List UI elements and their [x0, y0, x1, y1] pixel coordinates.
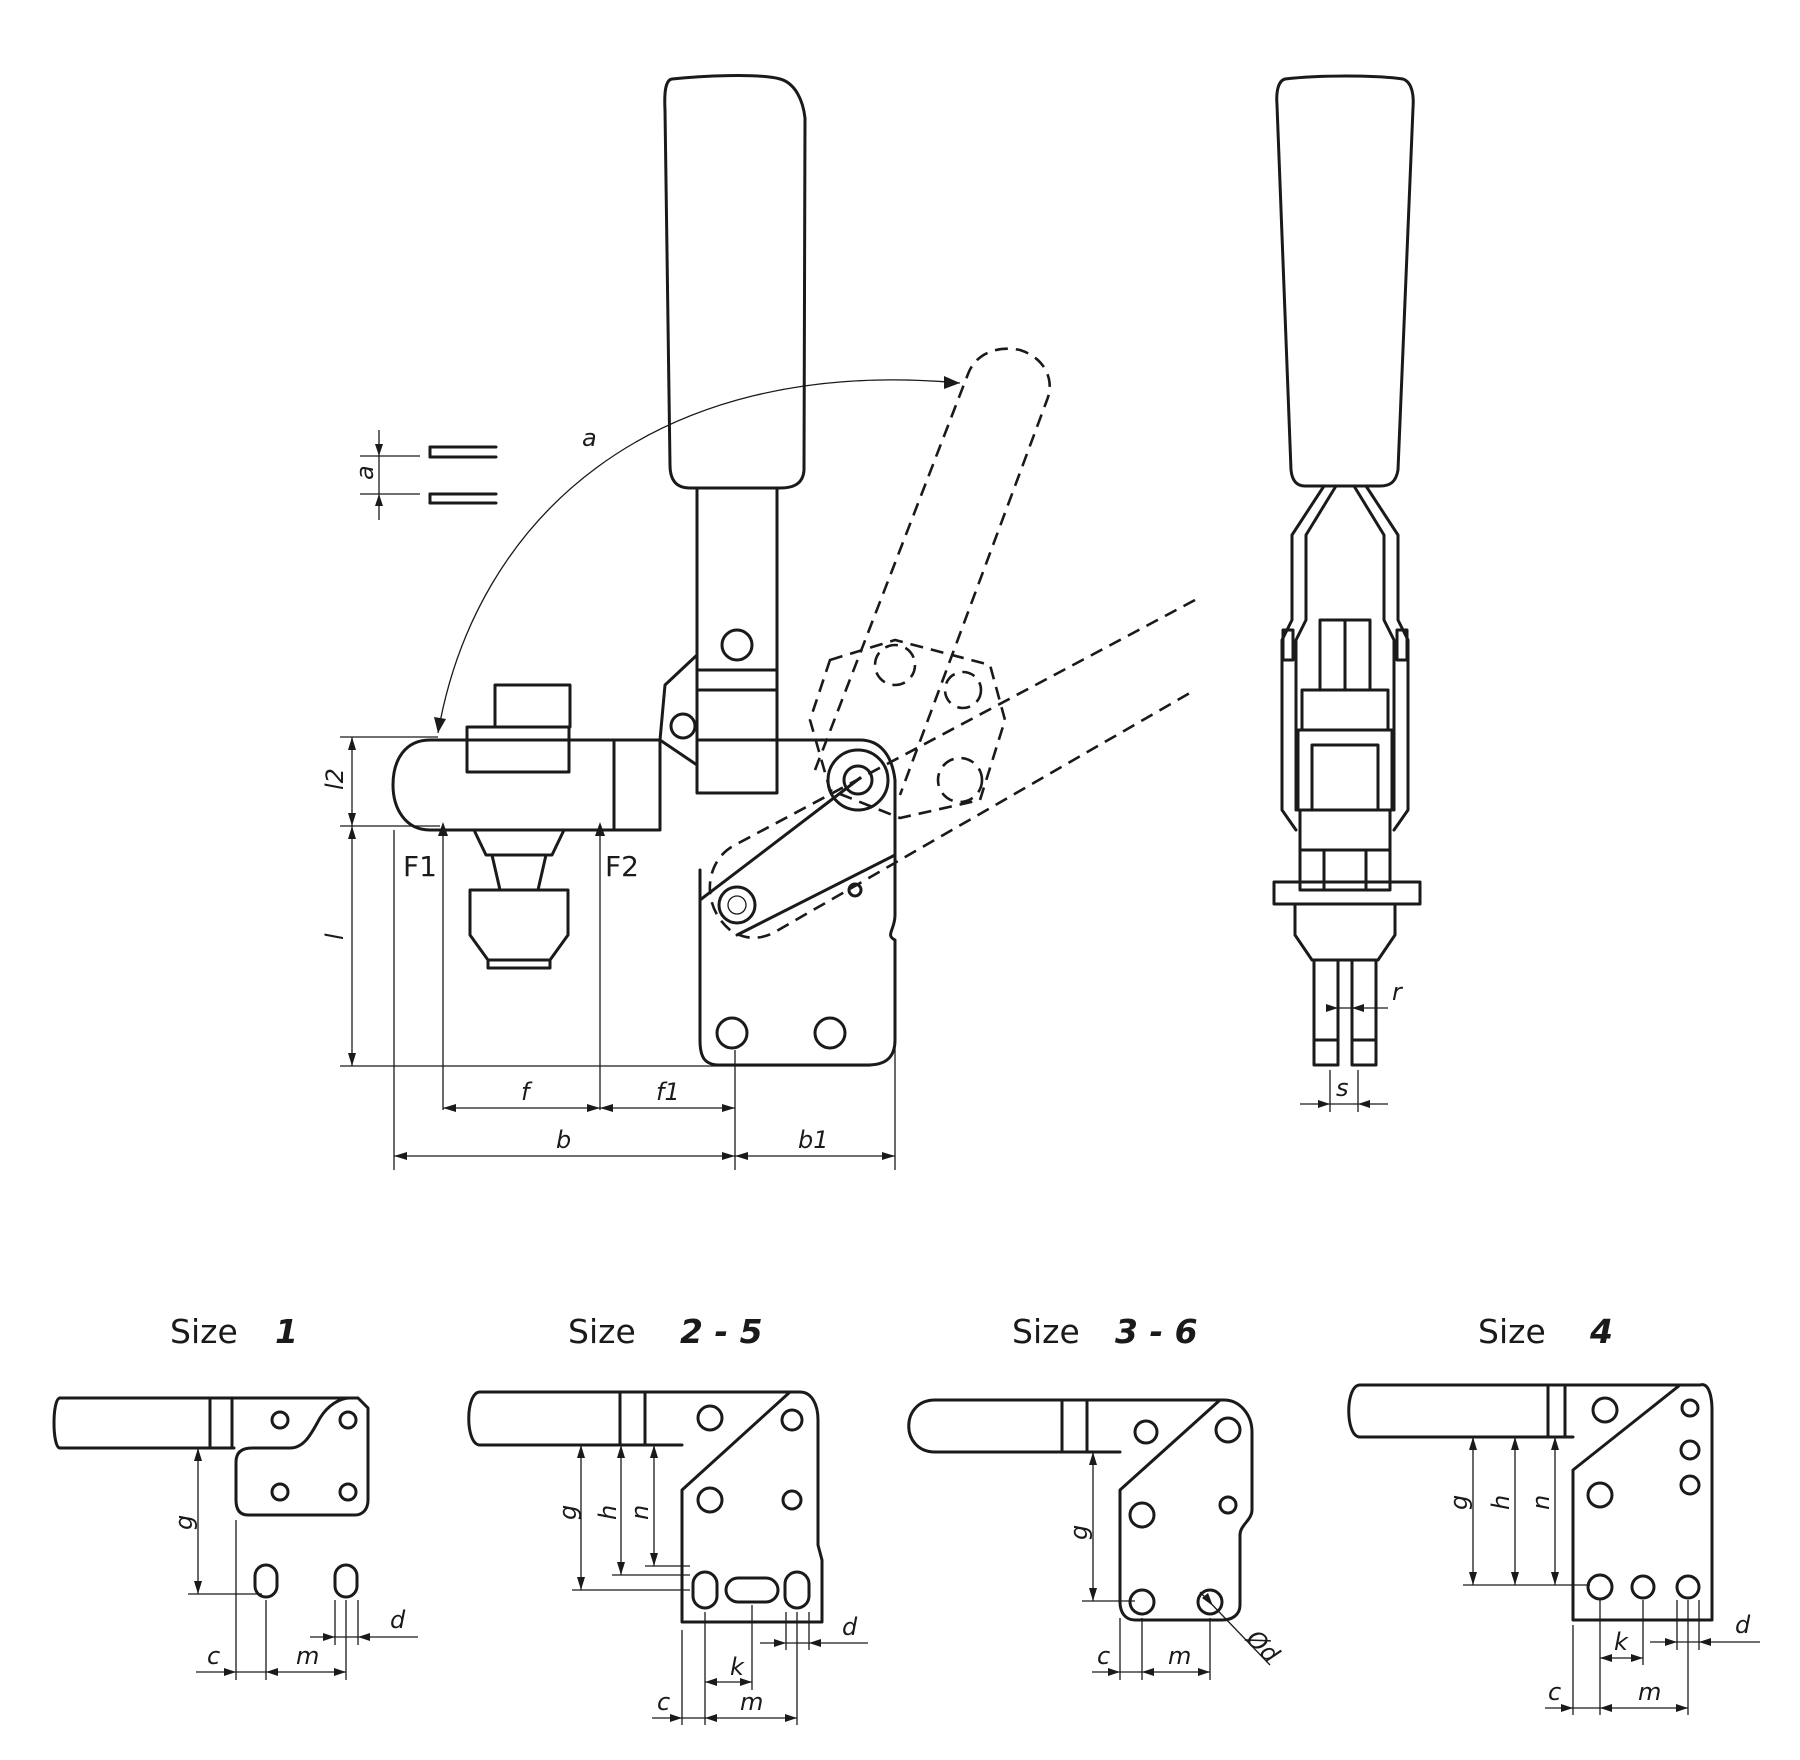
variant-size-3-6: Size 3 - 6 g c m Ød	[907, 1312, 1285, 1680]
opening-angle-arc	[437, 379, 961, 734]
variant-size-1: Size 1 g c m d	[52, 1312, 418, 1680]
svg-text:d: d	[842, 1613, 858, 1641]
linkage-bar	[698, 776, 897, 937]
svg-text:m: m	[1168, 1642, 1191, 1670]
mount-hole	[813, 1016, 847, 1050]
svg-text:h: h	[594, 1505, 622, 1520]
svg-text:Ød: Ød	[1240, 1624, 1285, 1669]
dim-f1: f1	[656, 1078, 680, 1106]
arm-block	[465, 725, 571, 774]
link-pin	[717, 885, 757, 925]
dim-b: b	[556, 1126, 571, 1154]
spindle	[472, 828, 566, 892]
svg-text:a: a	[351, 465, 379, 480]
svg-text:c: c	[1548, 1678, 1561, 1706]
handle-open-outline	[813, 347, 1051, 796]
size-number: 4	[1589, 1312, 1613, 1351]
side-spindle-left	[1312, 958, 1340, 1067]
svg-text:k: k	[1614, 1628, 1629, 1656]
size-number: 1	[275, 1312, 298, 1351]
linkage-pin	[842, 764, 874, 796]
svg-text:g: g	[170, 1515, 198, 1530]
svg-text:m: m	[740, 1688, 763, 1716]
size-prefix: Size	[568, 1312, 636, 1351]
link-pin-inner	[727, 895, 747, 915]
dim-f: f	[521, 1078, 533, 1106]
nut	[493, 683, 572, 729]
svg-text:h: h	[1487, 1495, 1515, 1510]
dim-s: s	[1336, 1074, 1349, 1102]
svg-text:n: n	[1527, 1495, 1555, 1510]
size-number: 2 - 5	[680, 1312, 763, 1351]
arm-open-outline	[708, 598, 1196, 940]
svg-text:g: g	[1065, 1525, 1093, 1540]
svg-text:d: d	[390, 1606, 406, 1634]
svg-text:m: m	[296, 1642, 319, 1670]
svg-text:c: c	[1097, 1642, 1110, 1670]
force-label-f1: F1	[403, 850, 437, 883]
force-label-f2: F2	[605, 850, 639, 883]
gap-dimension: a	[351, 430, 498, 520]
svg-text:d: d	[1735, 1611, 1751, 1639]
clamp-arm	[391, 738, 662, 832]
handle-grip	[663, 74, 807, 490]
size-prefix: Size	[1478, 1312, 1546, 1351]
size-number: 3 - 6	[1115, 1312, 1198, 1351]
linkage-open-outline	[808, 638, 1007, 820]
side-view: r s	[1272, 74, 1422, 1112]
pressure-pad	[468, 888, 570, 970]
mount-hole	[715, 1016, 749, 1050]
svg-text:g: g	[554, 1505, 582, 1520]
handle-shaft	[695, 486, 779, 795]
svg-text:c: c	[207, 1642, 220, 1670]
dim-b1: b1	[798, 1126, 829, 1154]
dim-r: r	[1392, 978, 1404, 1006]
svg-text:g: g	[1445, 1495, 1473, 1510]
opening-angle-label: a	[582, 424, 597, 452]
side-spindle-right	[1350, 958, 1378, 1067]
dim-l2: l2	[321, 768, 349, 790]
size-prefix: Size	[170, 1312, 238, 1351]
svg-text:c: c	[657, 1688, 670, 1716]
size-prefix: Size	[1012, 1312, 1080, 1351]
svg-text:m: m	[1638, 1678, 1661, 1706]
dim-l: l	[321, 933, 349, 940]
svg-text:k: k	[730, 1653, 745, 1681]
body-pivot	[669, 712, 697, 740]
variant-size-2-5: Size 2 - 5 g h n c m	[467, 1312, 868, 1725]
clamp-body	[658, 653, 897, 1067]
side-handle-grip	[1275, 74, 1415, 488]
variant-size-4: Size 4 g h n k c m	[1347, 1312, 1760, 1715]
small-pin	[847, 882, 863, 898]
main-view: a a F1 F2 l2	[321, 74, 1196, 1170]
svg-text:n: n	[626, 1505, 654, 1520]
